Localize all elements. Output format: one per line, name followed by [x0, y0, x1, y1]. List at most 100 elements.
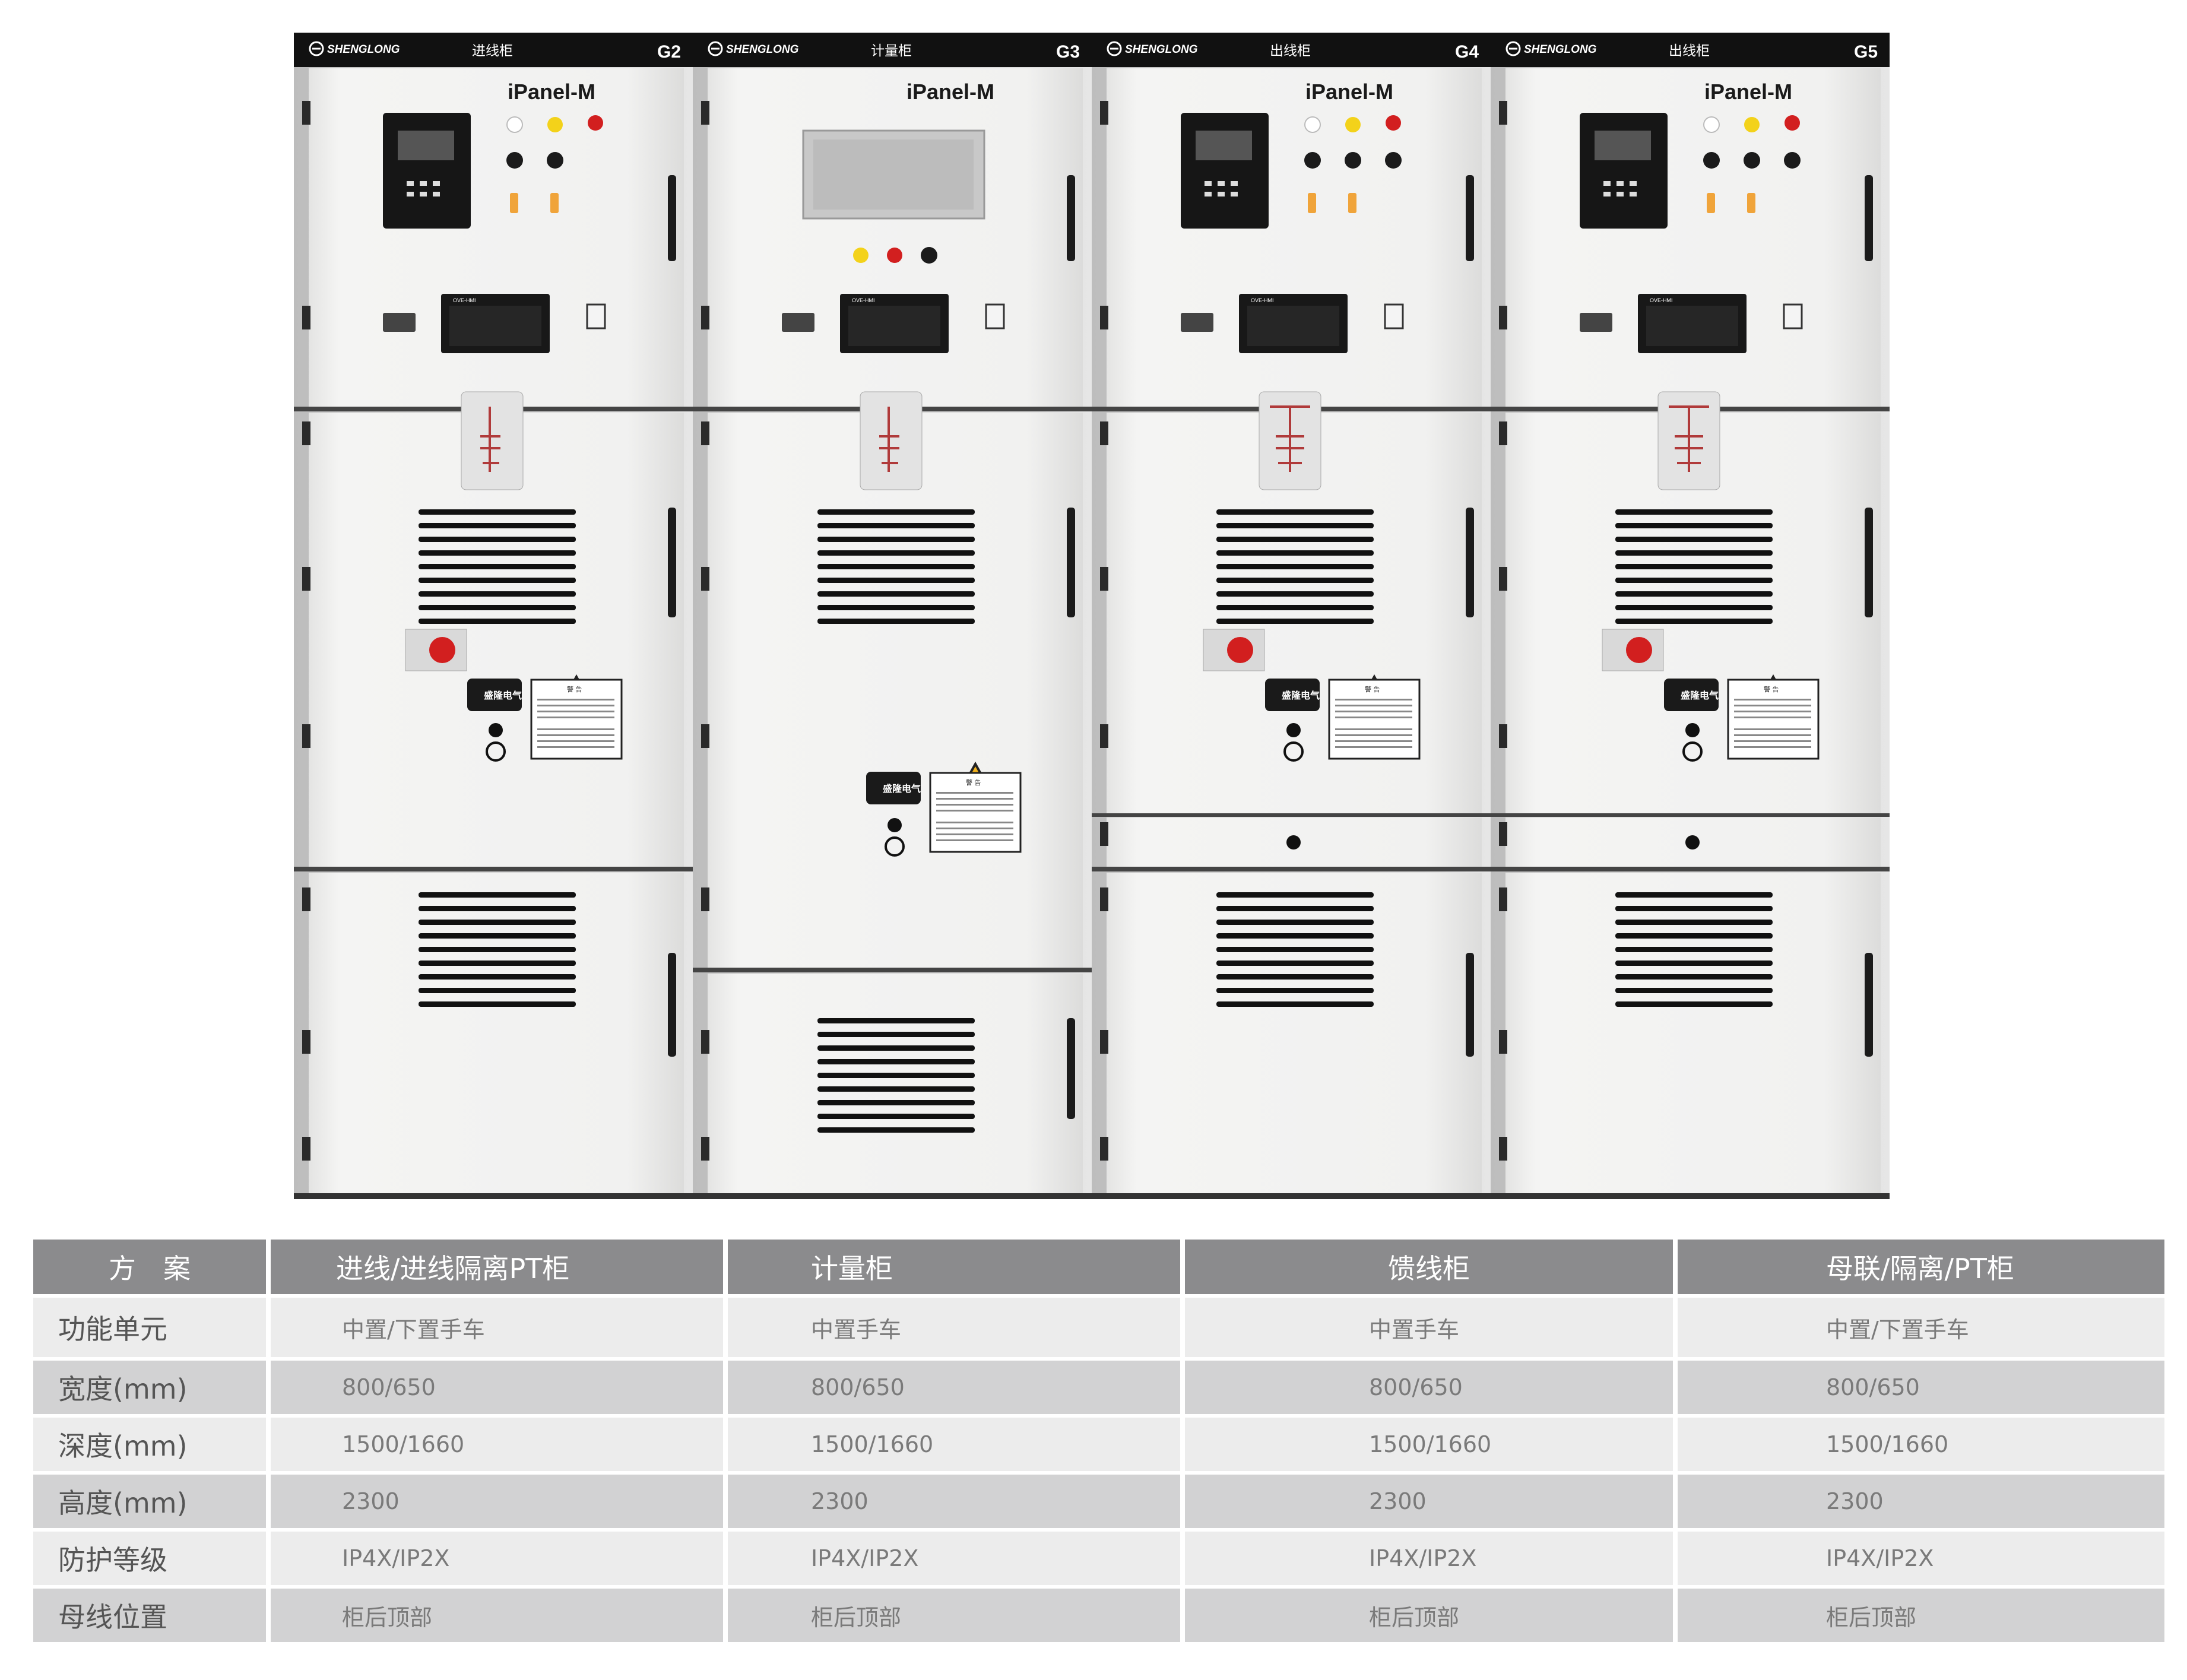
- fuse-icon: [510, 193, 518, 213]
- table-header-cell: 进线/进线隔离PT柜: [271, 1240, 728, 1294]
- emergency-stop-icon: [429, 637, 455, 663]
- relay-keypad-icon: [1205, 181, 1238, 196]
- cabinet-g3: SHENGLONG 计量柜 G3 iPanel-M OVE-HMI: [693, 33, 1092, 1199]
- cabinet-g5: SHENGLONG 出线柜 G5 iPanel-M OVE-HMI: [1491, 33, 1890, 1199]
- cabinet-code: G2: [657, 42, 681, 62]
- fuse-icon: [550, 193, 559, 213]
- brand-plate-text: 盛隆电气: [484, 690, 522, 701]
- table-cell: 2300: [271, 1471, 728, 1528]
- table-cell: 2300: [1185, 1471, 1678, 1528]
- row-label: 深度(mm): [33, 1414, 271, 1471]
- relay-keypad-icon: [1603, 181, 1637, 196]
- brand-plate: [1664, 679, 1719, 711]
- cabinet-title: 出线柜: [1669, 43, 1710, 59]
- table-cell: 1500/1660: [728, 1414, 1185, 1471]
- door-handle-icon: [1466, 175, 1474, 1057]
- hmi-tag: OVE-HMI: [453, 297, 476, 303]
- ventilation-grille: [1216, 509, 1374, 624]
- selector-switch-icon: [547, 152, 563, 169]
- racking-port-icon: [486, 741, 506, 762]
- selector-switch-icon: [1345, 152, 1361, 169]
- row-label: 高度(mm): [33, 1471, 271, 1528]
- indicator-yellow-icon: [547, 117, 563, 132]
- middle-door: [708, 413, 1083, 968]
- warning-label-title: 警 告: [966, 778, 981, 787]
- selector-switch-icon: [1304, 152, 1321, 169]
- socket-icon: [1181, 313, 1213, 332]
- door-hinge-icon: [302, 101, 310, 1161]
- selector-switch-icon: [506, 152, 523, 169]
- model-label: iPanel-M: [508, 80, 595, 104]
- hmi-tag: OVE-HMI: [1650, 297, 1673, 303]
- indicator-yellow-icon: [1345, 117, 1361, 132]
- table-row: 功能单元 中置/下置手车 中置手车 中置手车 中置/下置手车: [33, 1294, 2164, 1357]
- warning-label: [1727, 679, 1820, 760]
- table-cell: IP4X/IP2X: [728, 1528, 1185, 1585]
- ventilation-grille: [1615, 892, 1773, 1007]
- ventilation-grille: [1216, 892, 1374, 1007]
- cabinet-code: G3: [1056, 42, 1080, 62]
- warning-text-lines: [1335, 699, 1412, 748]
- lower-door: [708, 974, 1083, 1193]
- indicator-dot-icon: [1685, 835, 1700, 849]
- brand-plate-text: 盛隆电气: [1681, 690, 1719, 701]
- shenglong-logo-icon: [1505, 41, 1521, 56]
- selector-switch-icon: [1385, 152, 1402, 169]
- warning-label: [530, 679, 623, 760]
- indicator-red-icon: [887, 248, 902, 263]
- mimic-diagram: [461, 391, 524, 490]
- keyhole-icon: [489, 723, 503, 737]
- fuse-icon: [1308, 193, 1316, 213]
- door-handle-icon: [1865, 175, 1873, 1057]
- cabinet-header-band: [294, 33, 693, 67]
- table-cell: IP4X/IP2X: [271, 1528, 728, 1585]
- table-cell: 中置手车: [728, 1294, 1185, 1357]
- cabinet-brand: SHENGLONG: [327, 43, 400, 56]
- door-hinge-icon: [701, 101, 709, 1161]
- selector-switch-icon: [1784, 152, 1801, 169]
- keyhole-icon: [1286, 723, 1301, 737]
- table-row: 母线位置 柜后顶部 柜后顶部 柜后顶部 柜后顶部: [33, 1585, 2164, 1642]
- row-label: 防护等级: [33, 1528, 271, 1585]
- table-header-row: 方 案 进线/进线隔离PT柜 计量柜 馈线柜 母联/隔离/PT柜: [33, 1240, 2164, 1294]
- brand-plate: [1265, 679, 1320, 711]
- cabinet-title: 计量柜: [871, 43, 912, 59]
- indicator-white-icon: [1703, 116, 1720, 133]
- table-cell: 800/650: [1678, 1357, 2164, 1414]
- table-cell: 1500/1660: [1678, 1414, 2164, 1471]
- indicator-white-icon: [1304, 116, 1321, 133]
- table-cell: 800/650: [1185, 1357, 1678, 1414]
- table-row: 宽度(mm) 800/650 800/650 800/650 800/650: [33, 1357, 2164, 1414]
- warning-text-lines: [1734, 699, 1811, 748]
- indicator-red-icon: [1386, 115, 1401, 131]
- warning-label: [929, 772, 1022, 853]
- emergency-stop-plate: [1203, 629, 1265, 671]
- key-switch-icon: [586, 303, 606, 329]
- hmi-tag: OVE-HMI: [852, 297, 875, 303]
- cabinet-header-band: [1092, 33, 1491, 67]
- table-cell: 2300: [728, 1471, 1185, 1528]
- cabinet-brand: SHENGLONG: [1524, 43, 1597, 56]
- indicator-dot-icon: [1286, 835, 1301, 849]
- spec-table: 方 案 进线/进线隔离PT柜 计量柜 馈线柜 母联/隔离/PT柜 功能单元 中置…: [33, 1240, 2164, 1642]
- racking-port-icon: [885, 836, 905, 857]
- shenglong-logo-icon: [309, 41, 324, 56]
- socket-icon: [782, 313, 814, 332]
- brand-plate: [467, 679, 522, 711]
- table-cell: 柜后顶部: [271, 1585, 728, 1642]
- row-label: 母线位置: [33, 1585, 271, 1642]
- ventilation-grille: [419, 509, 576, 624]
- ventilation-grille: [817, 509, 975, 624]
- brand-plate-text: 盛隆电气: [883, 783, 921, 794]
- door-hinge-icon: [1499, 101, 1507, 1161]
- cabinet-g4: SHENGLONG 出线柜 G4 iPanel-M OVE-HMI: [1092, 33, 1491, 1199]
- door-hinge-icon: [1100, 101, 1108, 1161]
- ventilation-grille: [817, 1018, 975, 1133]
- shenglong-logo-icon: [1107, 41, 1122, 56]
- selector-switch-icon: [921, 247, 937, 264]
- table-cell: 中置手车: [1185, 1294, 1678, 1357]
- table-row: 深度(mm) 1500/1660 1500/1660 1500/1660 150…: [33, 1414, 2164, 1471]
- table-cell: 800/650: [728, 1357, 1185, 1414]
- table-cell: 中置/下置手车: [271, 1294, 728, 1357]
- racking-port-icon: [1682, 741, 1703, 762]
